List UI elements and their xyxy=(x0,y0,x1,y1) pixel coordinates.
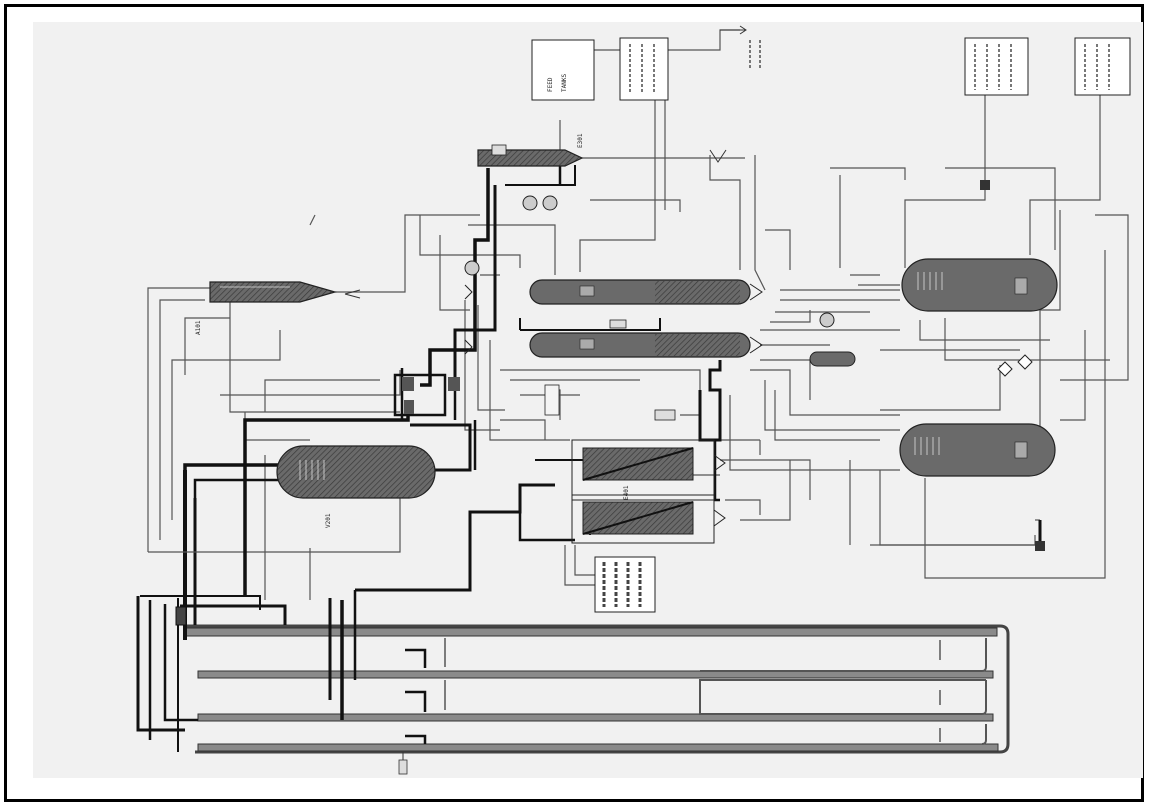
header-pipe-4 xyxy=(198,744,998,751)
feed-note-line-2: TANKS xyxy=(561,74,568,92)
feed-note-line-1: FEED xyxy=(547,77,554,92)
heat-exchanger-upper xyxy=(572,440,725,500)
storage-tank-lower-right xyxy=(900,424,1055,476)
bottom-tag-box xyxy=(399,760,407,774)
storage-tank-upper-right xyxy=(902,259,1057,311)
svg-text:V201: V201 xyxy=(325,513,332,528)
top-outlet-arrow xyxy=(720,26,760,70)
note-box-right-2 xyxy=(1075,38,1130,95)
cyclone-separator-left: A101 xyxy=(195,282,360,335)
manifold-risers xyxy=(138,470,425,752)
note-box-spec xyxy=(620,38,668,100)
svg-text:E401: E401 xyxy=(623,485,630,500)
note-box-right-1 xyxy=(965,38,1028,95)
overhead-drum-top: E301 xyxy=(465,133,584,275)
svg-text:A101: A101 xyxy=(195,320,202,335)
header-pipe-2 xyxy=(198,671,993,678)
svg-text:E301: E301 xyxy=(577,133,584,148)
column-lower xyxy=(465,320,762,357)
note-box-feed: FEED TANKS xyxy=(532,40,594,100)
note-box-lower xyxy=(595,557,655,612)
column-upper xyxy=(465,280,762,304)
header-pipe-1 xyxy=(185,628,997,636)
surge-drum: V201 xyxy=(277,446,435,528)
bottom-header-manifold xyxy=(185,626,1008,774)
small-vessel-mid xyxy=(810,313,1032,376)
header-pipe-3 xyxy=(198,714,993,721)
heat-exchanger-lower: E401 xyxy=(572,485,725,543)
